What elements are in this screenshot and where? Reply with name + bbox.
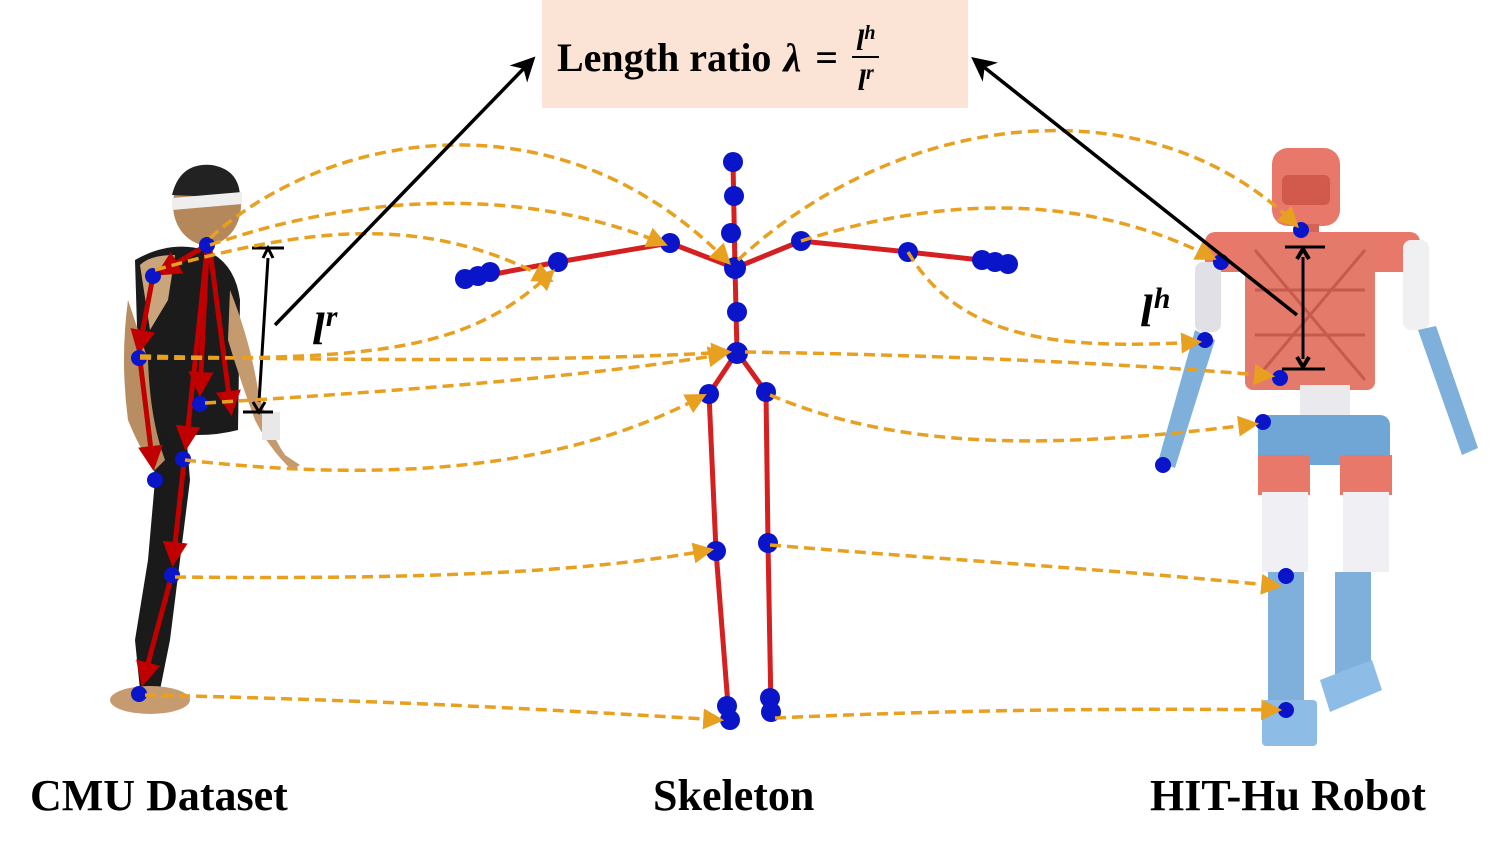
formula-denominator: lr — [857, 62, 874, 97]
human-length-indicator — [243, 244, 284, 415]
robot-length-indicator — [1282, 245, 1325, 371]
formula-numerator: lh — [852, 18, 880, 58]
formula-prefix: Length ratio — [557, 34, 772, 80]
formula-fraction: lh lr — [852, 18, 880, 97]
robot-length-label: lh — [1140, 282, 1171, 336]
skeleton-icon — [455, 152, 1018, 730]
human-length-label: lr — [312, 300, 338, 354]
caption-skeleton: Skeleton — [653, 771, 815, 820]
human-joints — [131, 237, 215, 702]
caption-cmu-dataset: CMU Dataset — [30, 771, 288, 820]
formula-box — [542, 0, 968, 108]
humanoid-robot-icon — [1158, 148, 1478, 746]
length-ratio-formula: Length ratio λ = lh lr — [557, 22, 880, 96]
formula-lambda: λ — [783, 34, 802, 80]
formula-arrows — [273, 56, 1299, 327]
formula-equals: = — [815, 34, 838, 80]
human-kinematic-chain — [130, 242, 241, 687]
mapping-arrows — [139, 128, 1299, 730]
caption-hit-hu-robot: HIT-Hu Robot — [1150, 771, 1426, 820]
